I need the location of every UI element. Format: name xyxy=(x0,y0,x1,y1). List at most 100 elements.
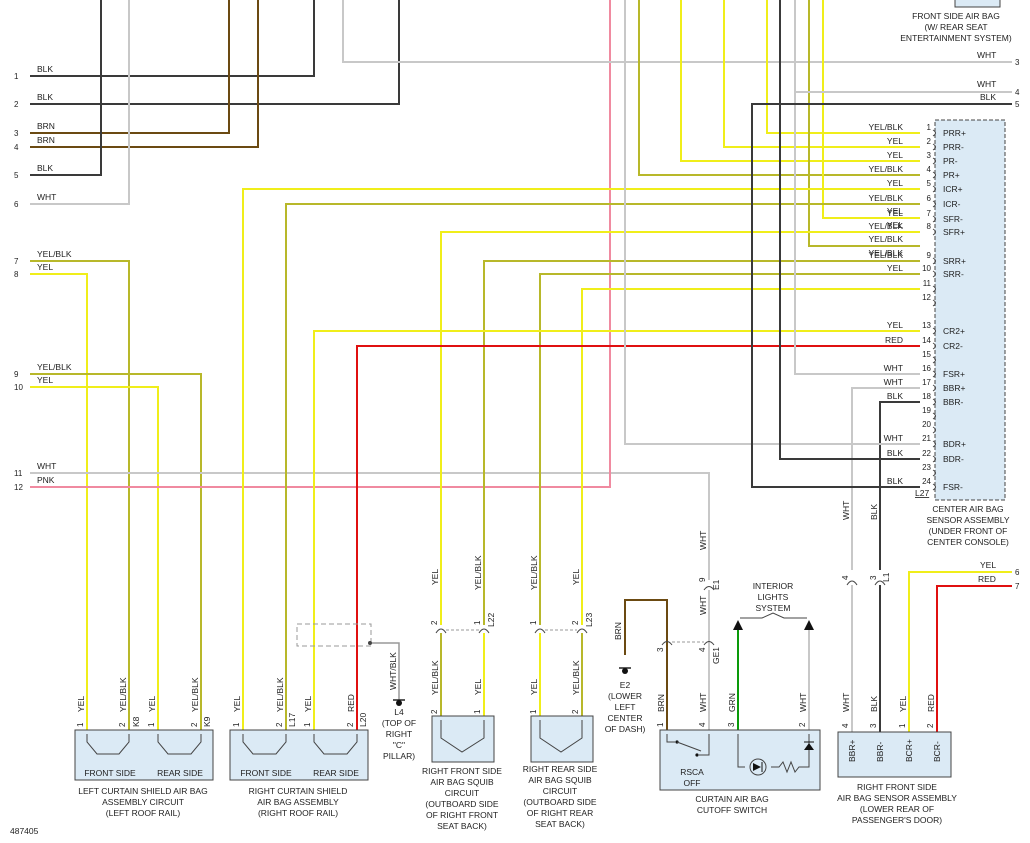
right-curtain-shield-dashed xyxy=(296,623,372,647)
wire-e2-brn xyxy=(624,599,668,730)
sensor-caption: (UNDER FRONT OF xyxy=(929,526,1008,536)
connector-l1: L1 xyxy=(881,572,891,582)
switch-lever xyxy=(676,741,702,752)
right-pin-num: 7 xyxy=(1015,582,1020,591)
sensor-wire-label: RED xyxy=(885,335,903,345)
wire-color-vertical: WHT xyxy=(841,693,851,712)
sensor-pin-rows: 1PRR+YEL/BLK2PRR-YEL3PR-YEL4PR+YEL/BLK5I… xyxy=(869,122,966,492)
sensor-pin-num: 10 xyxy=(922,264,931,273)
wire-color-vertical: BLK xyxy=(869,504,879,520)
pin-num: 1 xyxy=(147,722,156,727)
sensor-extra-wire: YEL xyxy=(887,206,903,216)
left-pin-num: 3 xyxy=(14,129,19,138)
wire-color-vertical: YEL/BLK xyxy=(118,677,128,712)
left-curtain-rear-label: REAR SIDE xyxy=(157,768,203,778)
sensor-pin-terminal xyxy=(932,171,936,179)
interior-lights-bracket xyxy=(740,612,807,619)
ground-caption: OF DASH) xyxy=(605,724,646,734)
left-pin-color: WHT xyxy=(37,461,56,471)
connector-ge1: GE1 xyxy=(711,647,721,664)
switch-symbol xyxy=(666,734,710,756)
sensor-pin-terminal xyxy=(932,469,936,477)
sensor-pin-num: 23 xyxy=(922,463,931,472)
squib-caption: (OUTBOARD SIDE xyxy=(523,797,597,807)
sensor-pin-num: 18 xyxy=(922,392,931,401)
wire-pin8-yel xyxy=(30,273,88,730)
right-curtain-box xyxy=(229,729,369,781)
pin-num: 3 xyxy=(727,722,736,727)
connector-l17: L17 xyxy=(287,713,297,727)
sensor-pin-terminal xyxy=(932,299,936,307)
wire-bcr-minus xyxy=(936,585,1012,732)
wire-prr-plus xyxy=(766,0,920,134)
left-pin-color: BLK xyxy=(37,64,53,74)
left-pin-num: 2 xyxy=(14,100,19,109)
sensor-pin-num: 19 xyxy=(922,406,931,415)
left-pin-num: 7 xyxy=(14,257,19,266)
sensor-wire-label: YEL xyxy=(887,320,903,330)
right-pin-color: RED xyxy=(978,574,996,584)
sensor-wire-label: YEL xyxy=(887,150,903,160)
sensor-pin-terminal xyxy=(932,426,936,434)
sensor-pin-terminal xyxy=(932,143,936,151)
wire-color-vertical: YEL/BLK xyxy=(529,555,539,590)
wire-sfr-extra1 xyxy=(822,0,920,219)
right-curtain-front-symbol xyxy=(242,734,287,755)
pin-num: 4 xyxy=(698,722,707,727)
right-sensor-caption: (LOWER REAR OF xyxy=(860,804,934,814)
sensor-pin-num: 11 xyxy=(923,279,932,288)
sensor-pin-num: 12 xyxy=(922,293,931,302)
cutoff-caption: CUTOFF SWITCH xyxy=(697,805,767,815)
squib-caption: OF RIGHT FRONT xyxy=(426,810,498,820)
wire-sfr-plus xyxy=(483,260,920,625)
sensor-pin-terminal xyxy=(932,228,936,236)
ground-caption: RIGHT xyxy=(386,729,412,739)
right-sensor-caption: PASSENGER'S DOOR) xyxy=(852,815,942,825)
left-pin-color: PNK xyxy=(37,475,55,485)
wire-srr-minus xyxy=(581,288,920,625)
wire-icr-plus xyxy=(242,188,920,730)
sensor-pin-num: 17 xyxy=(922,378,931,387)
interior-lights-label: SYSTEM xyxy=(756,603,791,613)
wire-color-vertical: BRN xyxy=(613,622,623,640)
right-pin-color: WHT xyxy=(977,79,996,89)
wire-bdr-minus xyxy=(779,0,920,460)
squib-caption: AIR BAG SQUIB xyxy=(430,777,494,787)
sensor-pin-num: 24 xyxy=(922,477,931,486)
ground-caption: (LOWER xyxy=(608,691,642,701)
pin-num: 9 xyxy=(698,577,707,582)
pin-num: 1 xyxy=(529,709,538,714)
sensor-pin-name: BDR+ xyxy=(943,439,966,449)
rsca-label: OFF xyxy=(684,778,701,788)
right-curtain-rear-label: REAR SIDE xyxy=(313,768,359,778)
left-pin-labels: 1 BLK 2 BLK 3 BRN 4 BRN 5 BLK 6 WHT 7 YE… xyxy=(14,64,72,492)
sensor-pin-num: 13 xyxy=(922,321,931,330)
sensor-pin-name: PRR- xyxy=(943,142,964,152)
wire-color-vertical: RED xyxy=(926,694,936,712)
left-pin-num: 1 xyxy=(14,72,19,81)
connector-e1: E1 xyxy=(711,579,721,590)
sensor-pin-num: 14 xyxy=(922,336,931,345)
pin-num: 2 xyxy=(430,620,439,625)
ground-icon xyxy=(622,668,628,674)
wire-color-vertical: YEL/BLK xyxy=(571,660,581,695)
left-curtain-caption: LEFT CURTAIN SHIELD AIR BAG xyxy=(78,786,207,796)
wire-pin9-yelblk xyxy=(30,373,202,730)
sensor-pin-terminal xyxy=(932,342,936,350)
sensor-pin-terminal xyxy=(932,215,936,223)
pin-num: 3 xyxy=(869,575,878,580)
right-pin-labels: 3 WHT 4 WHT 5 BLK 6 YEL 7 RED xyxy=(977,50,1020,591)
wire-pin1-blk xyxy=(30,0,315,77)
sensor-extra-wire: YEL/BLK xyxy=(869,234,904,244)
sensor-pin-terminal xyxy=(932,483,936,491)
sensor-pin-name: ICR- xyxy=(943,199,961,209)
sensor-pin-terminal xyxy=(932,412,936,420)
arrow-up-icon xyxy=(733,620,743,630)
rsca-label: RSCA xyxy=(680,767,704,777)
wire-prr-minus xyxy=(723,0,920,148)
pin-num: 2 xyxy=(430,709,439,714)
connector-k8: K8 xyxy=(131,716,141,727)
right-curtain-rear-symbol xyxy=(313,734,358,755)
interior-lights-label: INTERIOR xyxy=(753,581,794,591)
